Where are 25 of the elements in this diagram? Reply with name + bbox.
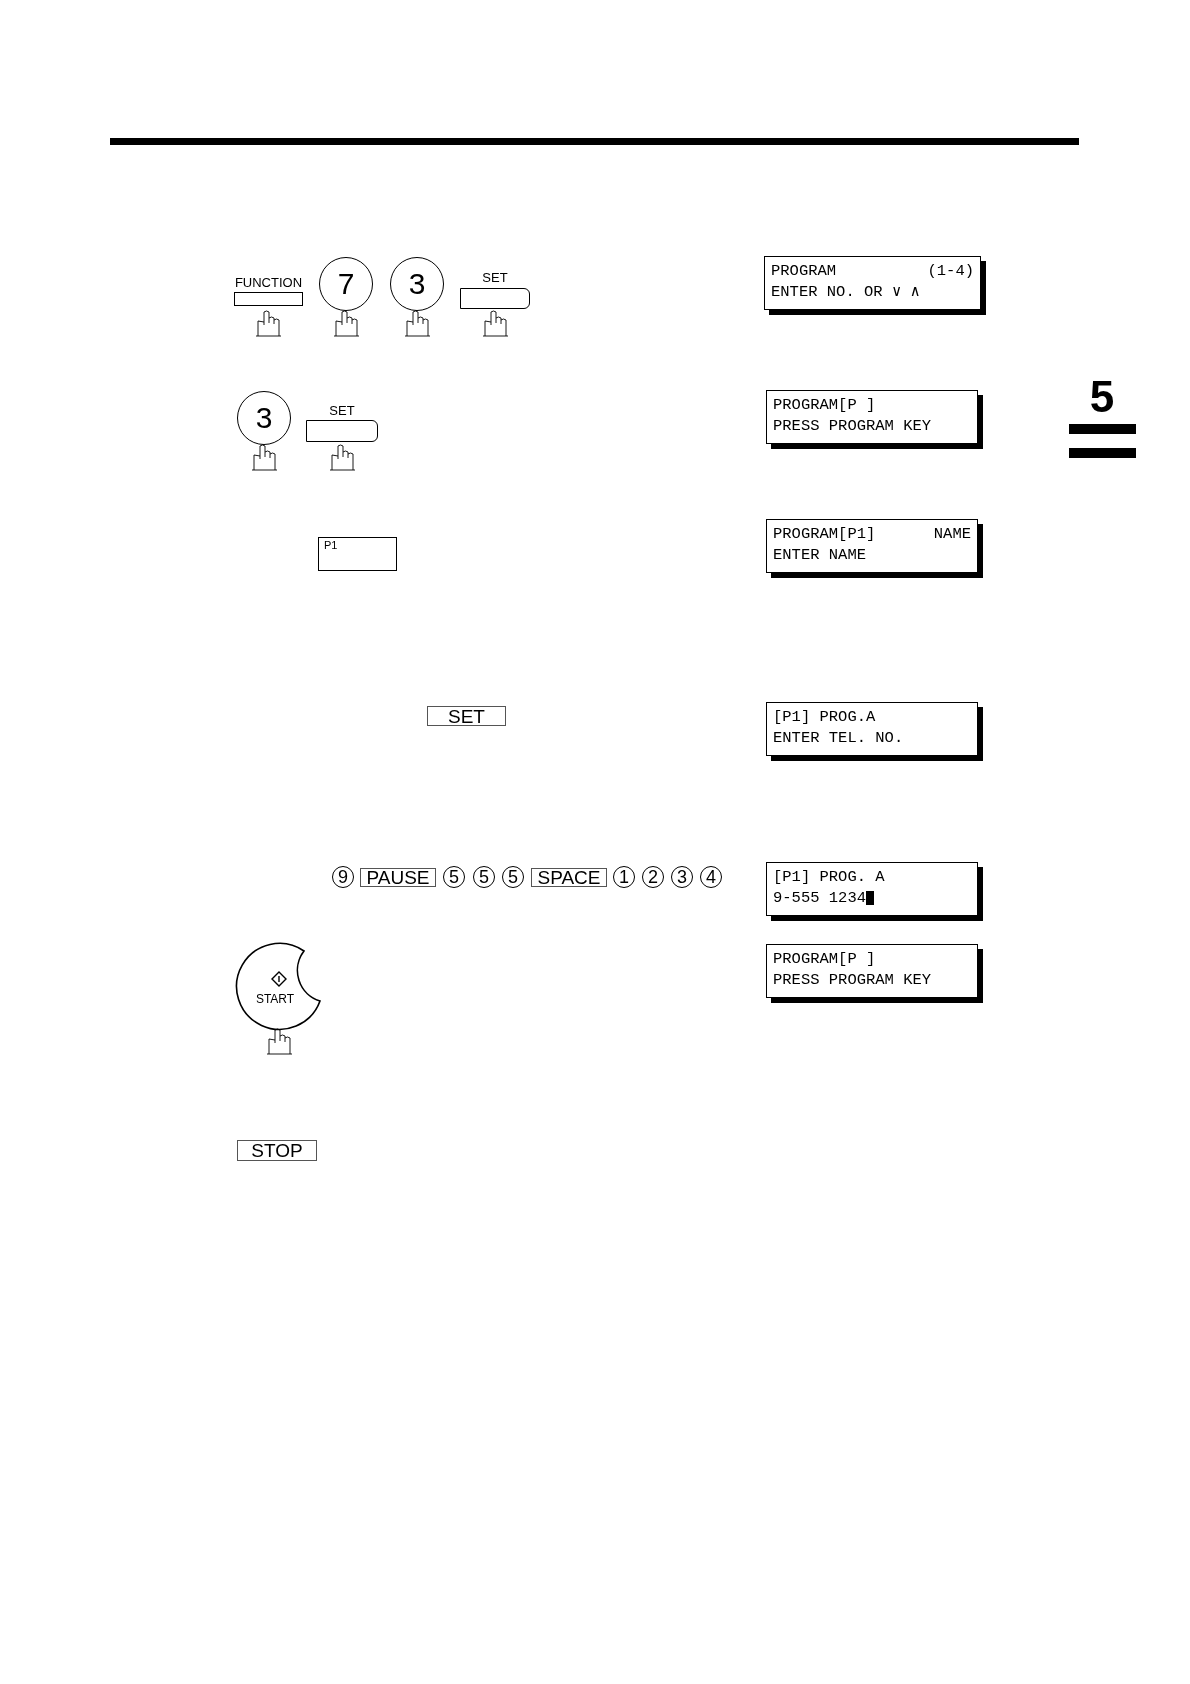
display-text: PRESS PROGRAM KEY xyxy=(773,416,932,437)
display-text: PROGRAM[P1] xyxy=(773,524,876,545)
display-text: PROGRAM[P ] xyxy=(773,395,876,416)
key-label: SET xyxy=(328,403,356,418)
display-text: [P1] PROG.A xyxy=(773,707,876,728)
start-key xyxy=(236,944,322,1030)
key-label: SET xyxy=(481,270,509,285)
display-text: ENTER NAME xyxy=(773,545,866,566)
keypad-key: STOP xyxy=(237,1140,317,1161)
display-text: ENTER NO. OR ∨ ∧ xyxy=(771,282,920,303)
keypad-key: SPACE xyxy=(531,868,607,887)
display-text: PROGRAM[P ] xyxy=(773,949,876,970)
display-text: ENTER TEL. NO. xyxy=(773,728,904,749)
display-text: NAME xyxy=(933,524,971,545)
display-text: PRESS PROGRAM KEY xyxy=(773,970,932,991)
key-label: FUNCTION xyxy=(234,275,303,290)
keypad-key: PAUSE xyxy=(360,868,436,887)
display-text: PROGRAM xyxy=(771,261,837,282)
chapter-number: 5 xyxy=(1088,372,1116,422)
keypad-key: SET xyxy=(427,706,506,726)
display-text: (1-4) xyxy=(927,261,974,282)
display-text: [P1] PROG. A xyxy=(773,867,885,888)
key-label: START xyxy=(254,992,296,1006)
display-text: 9-555 1234 xyxy=(773,888,866,909)
program-key: P1 xyxy=(318,537,397,571)
